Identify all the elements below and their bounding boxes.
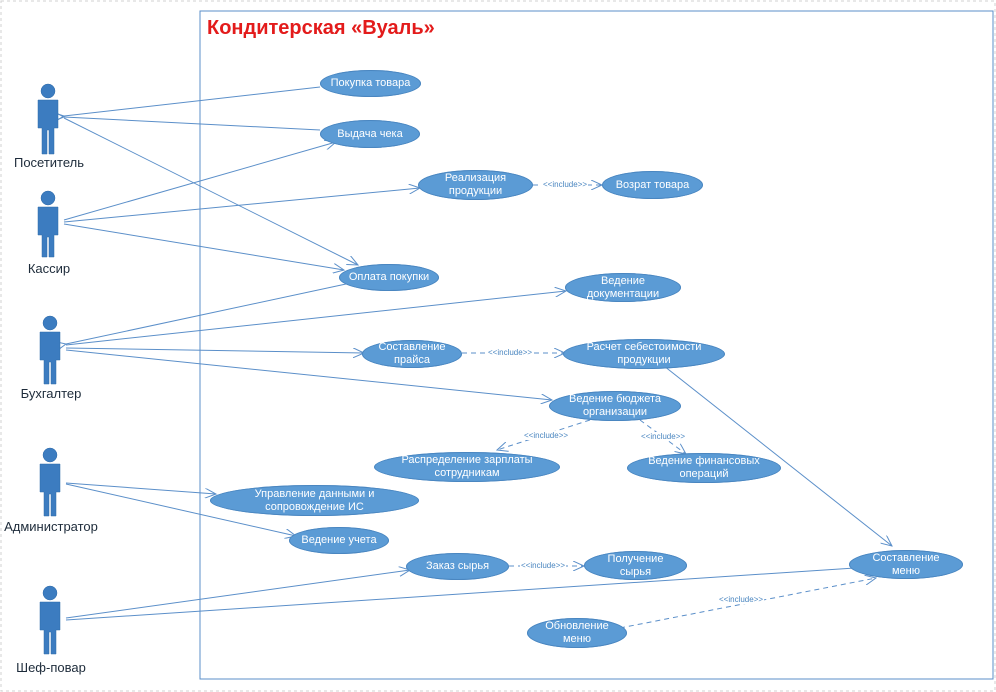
usecase-returns[interactable]: Возрат товара: [602, 171, 703, 199]
chef-actor-icon: [39, 585, 61, 655]
visitor-actor-icon: [37, 83, 59, 155]
admin-actor-icon: [39, 447, 61, 517]
usecase-menuupdate[interactable]: Обновление меню: [527, 618, 627, 648]
assoc-cashier-sales: [63, 188, 420, 223]
usecase-budget[interactable]: Ведение бюджета организации: [549, 391, 681, 421]
usecase-purchase[interactable]: Покупка товара: [320, 70, 421, 97]
actor-label-chef: Шеф-повар: [16, 660, 86, 675]
usecase-receipt[interactable]: Выдача чека: [320, 120, 420, 148]
usecase-docs[interactable]: Ведение документации: [565, 273, 681, 302]
include-label-menuupdate-menu: <<include>>: [718, 595, 765, 604]
system-title: Кондитерская «Вуаль»: [207, 17, 435, 39]
include-label-pricelist-costcalc: <<include>>: [487, 348, 534, 357]
cashier-actor-icon: [37, 190, 59, 258]
actor-label-cashier: Кассир: [27, 261, 71, 276]
usecase-finops[interactable]: Ведение финансовых операций: [627, 453, 781, 483]
actor-label-accountant: Бухгалтер: [20, 386, 82, 401]
assoc-costcalc-menu: [663, 365, 892, 546]
usecase-menu[interactable]: Составление меню: [849, 550, 963, 579]
assoc-accountant-payment: [66, 283, 347, 344]
actor-label-visitor: Посетитель: [13, 155, 85, 170]
associations: [63, 86, 892, 621]
usecase-payment[interactable]: Оплата покупки: [339, 264, 439, 291]
system-boundary: [199, 10, 994, 680]
usecase-pricelist[interactable]: Составление прайса: [362, 340, 462, 368]
accountant-actor-icon: [39, 315, 61, 385]
assoc-admin-datamgmt: [65, 482, 216, 494]
assoc-chef-order: [65, 570, 410, 619]
assoc-admin-accounting: [65, 483, 296, 536]
assoc-accountant-budget: [65, 349, 552, 400]
usecase-receive[interactable]: Получение сырья: [584, 551, 687, 580]
assoc-visitor-payment: [63, 117, 358, 265]
actor-icons: [37, 83, 61, 655]
assoc-visitor-purchase: [64, 86, 321, 116]
assoc-cashier-payment: [63, 223, 344, 270]
include-label-order-receive: <<include>>: [520, 561, 567, 570]
include-label-budget-finops: <<include>>: [640, 432, 687, 441]
assoc-cashier-receipt: [63, 142, 336, 221]
usecase-datamgmt[interactable]: Управление данными и сопровождение ИС: [210, 485, 419, 516]
assoc-chef-menu: [65, 567, 870, 621]
usecase-salary[interactable]: Распределение зарплаты сотрудникам: [374, 452, 560, 482]
usecase-sales[interactable]: Реализация продукции: [418, 170, 533, 200]
usecase-costcalc[interactable]: Расчет себестоимости продукции: [563, 339, 725, 369]
include-label-sales-returns: <<include>>: [542, 180, 589, 189]
usecase-accounting[interactable]: Ведение учета: [289, 527, 389, 554]
usecase-order[interactable]: Заказ сырья: [406, 553, 509, 580]
include-label-budget-salary: <<include>>: [523, 431, 570, 440]
assoc-visitor-receipt: [64, 117, 321, 131]
actor-label-admin: Администратор: [4, 519, 98, 534]
assoc-accountant-pricelist: [65, 347, 364, 353]
assoc-accountant-docs: [65, 291, 566, 346]
